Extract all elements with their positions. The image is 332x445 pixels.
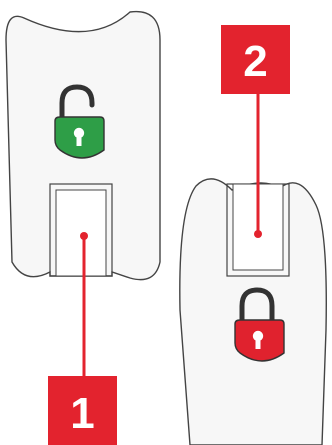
panel-locked: 2 [180, 25, 326, 445]
callout-dot-1 [80, 232, 88, 240]
panel-unlocked: 1 [6, 12, 160, 445]
step-label-1: 1 [70, 389, 94, 438]
step-label-2: 2 [243, 37, 267, 86]
latch-slot-1-inner [56, 190, 106, 276]
callout-dot-2 [254, 230, 262, 238]
